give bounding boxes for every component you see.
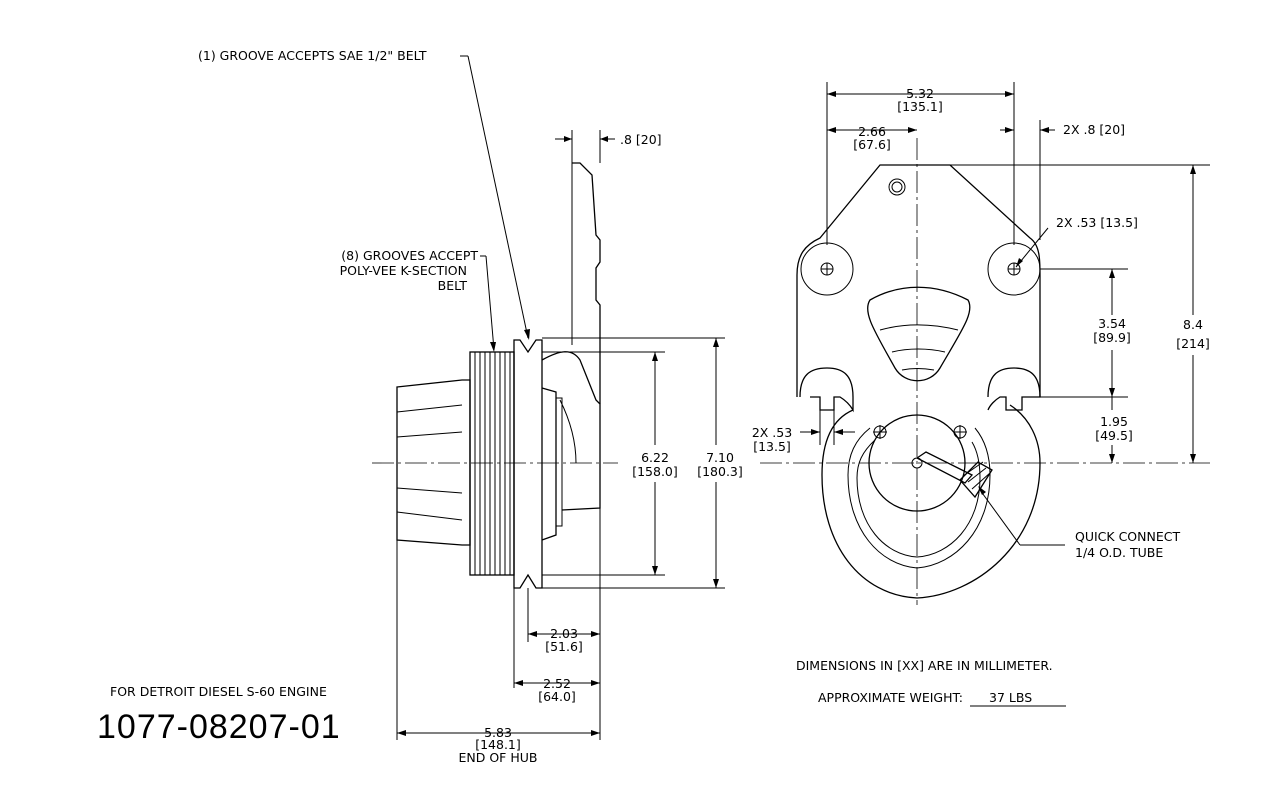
top-small-hole (888, 178, 906, 196)
width-mm: [135.1] (897, 99, 943, 114)
front-view: QUICK CONNECT 1/4 O.D. TUBE 5.32 [135.1]… (752, 82, 1210, 605)
single-groove-note: (1) GROOVE ACCEPTS SAE 1/2" BELT (198, 48, 427, 63)
poly-vee-pulley (469, 351, 515, 576)
dim-583-in: 5.83 (484, 725, 512, 740)
window-contours (879, 324, 959, 371)
quick-connect-fitting (959, 461, 993, 499)
clutch-housing (541, 351, 601, 511)
lower-right-slot-ear (987, 367, 1041, 411)
quick-connect-line1: QUICK CONNECT (1075, 529, 1180, 544)
part-number: 1077-08207-01 (97, 708, 341, 746)
end-of-hub-label: END OF HUB (459, 750, 538, 765)
mounting-bracket (796, 164, 1041, 397)
multi-groove-note-line2: POLY-VEE K-SECTION (340, 263, 467, 278)
hub-ribs (396, 404, 463, 521)
half-width-in: 2.66 (858, 124, 886, 139)
vert-354-mm: [89.9] (1093, 330, 1131, 345)
poly-vee-grooves (474, 352, 511, 575)
dim-203-in: 2.03 (550, 626, 578, 641)
housing-curve (559, 399, 577, 464)
dim-203-mm: [51.6] (545, 639, 583, 654)
lower-left-slot-ear (799, 367, 854, 413)
overall-diameter-mm: [180.3] (697, 464, 743, 479)
half-width-mm: [67.6] (853, 137, 891, 152)
hub-circle (868, 414, 966, 512)
vert-195-mm: [49.5] (1095, 428, 1133, 443)
edge-offset-dim: 2X .8 [20] (1063, 122, 1125, 137)
vert-195-in: 1.95 (1100, 414, 1128, 429)
height-mm: [214] (1176, 336, 1210, 351)
width-in: 5.32 (906, 86, 934, 101)
air-tube (915, 451, 974, 484)
pulley-diameter-mm: [158.0] (632, 464, 678, 479)
pulley-diameter-in: 6.22 (641, 450, 669, 465)
hub-body (396, 379, 471, 546)
height-in: 8.4 (1183, 317, 1203, 332)
multi-groove-note-line3: BELT (438, 278, 468, 293)
dimensions-unit-note: DIMENSIONS IN [XX] ARE IN MILLIMETER. (796, 658, 1053, 673)
triangular-window (866, 286, 971, 382)
mounting-flange (572, 162, 601, 404)
housing-inner-1 (847, 427, 991, 569)
side-view: .8 [20] (1) GROOVE ACCEPTS SAE 1/2" BELT… (198, 48, 743, 765)
slot-dim-mm: [13.5] (753, 439, 791, 454)
dim-252-mm: [64.0] (538, 689, 576, 704)
engine-note: FOR DETROIT DIESEL S-60 ENGINE (110, 684, 327, 699)
upper-hole-dim: 2X .53 [13.5] (1056, 215, 1138, 230)
overall-diameter-in: 7.10 (706, 450, 734, 465)
title-block: DIMENSIONS IN [XX] ARE IN MILLIMETER. AP… (97, 658, 1066, 746)
weight-value: 37 LBS (989, 690, 1032, 705)
flange-thickness-dim: .8 [20] (620, 132, 662, 147)
boss-step (555, 397, 563, 527)
quick-connect-line2: 1/4 O.D. TUBE (1075, 545, 1163, 560)
weight-label: APPROXIMATE WEIGHT: (818, 690, 963, 705)
boss (541, 387, 557, 541)
housing-outer (821, 404, 1041, 599)
multi-groove-note-line1: (8) GROOVES ACCEPT (341, 248, 478, 263)
dim-583-mm: [148.1] (475, 737, 521, 752)
vert-354-in: 3.54 (1098, 316, 1126, 331)
slot-dim-in: 2X .53 (752, 425, 792, 440)
dim-252-in: 2.52 (543, 676, 571, 691)
v-groove-pulley (513, 339, 543, 589)
